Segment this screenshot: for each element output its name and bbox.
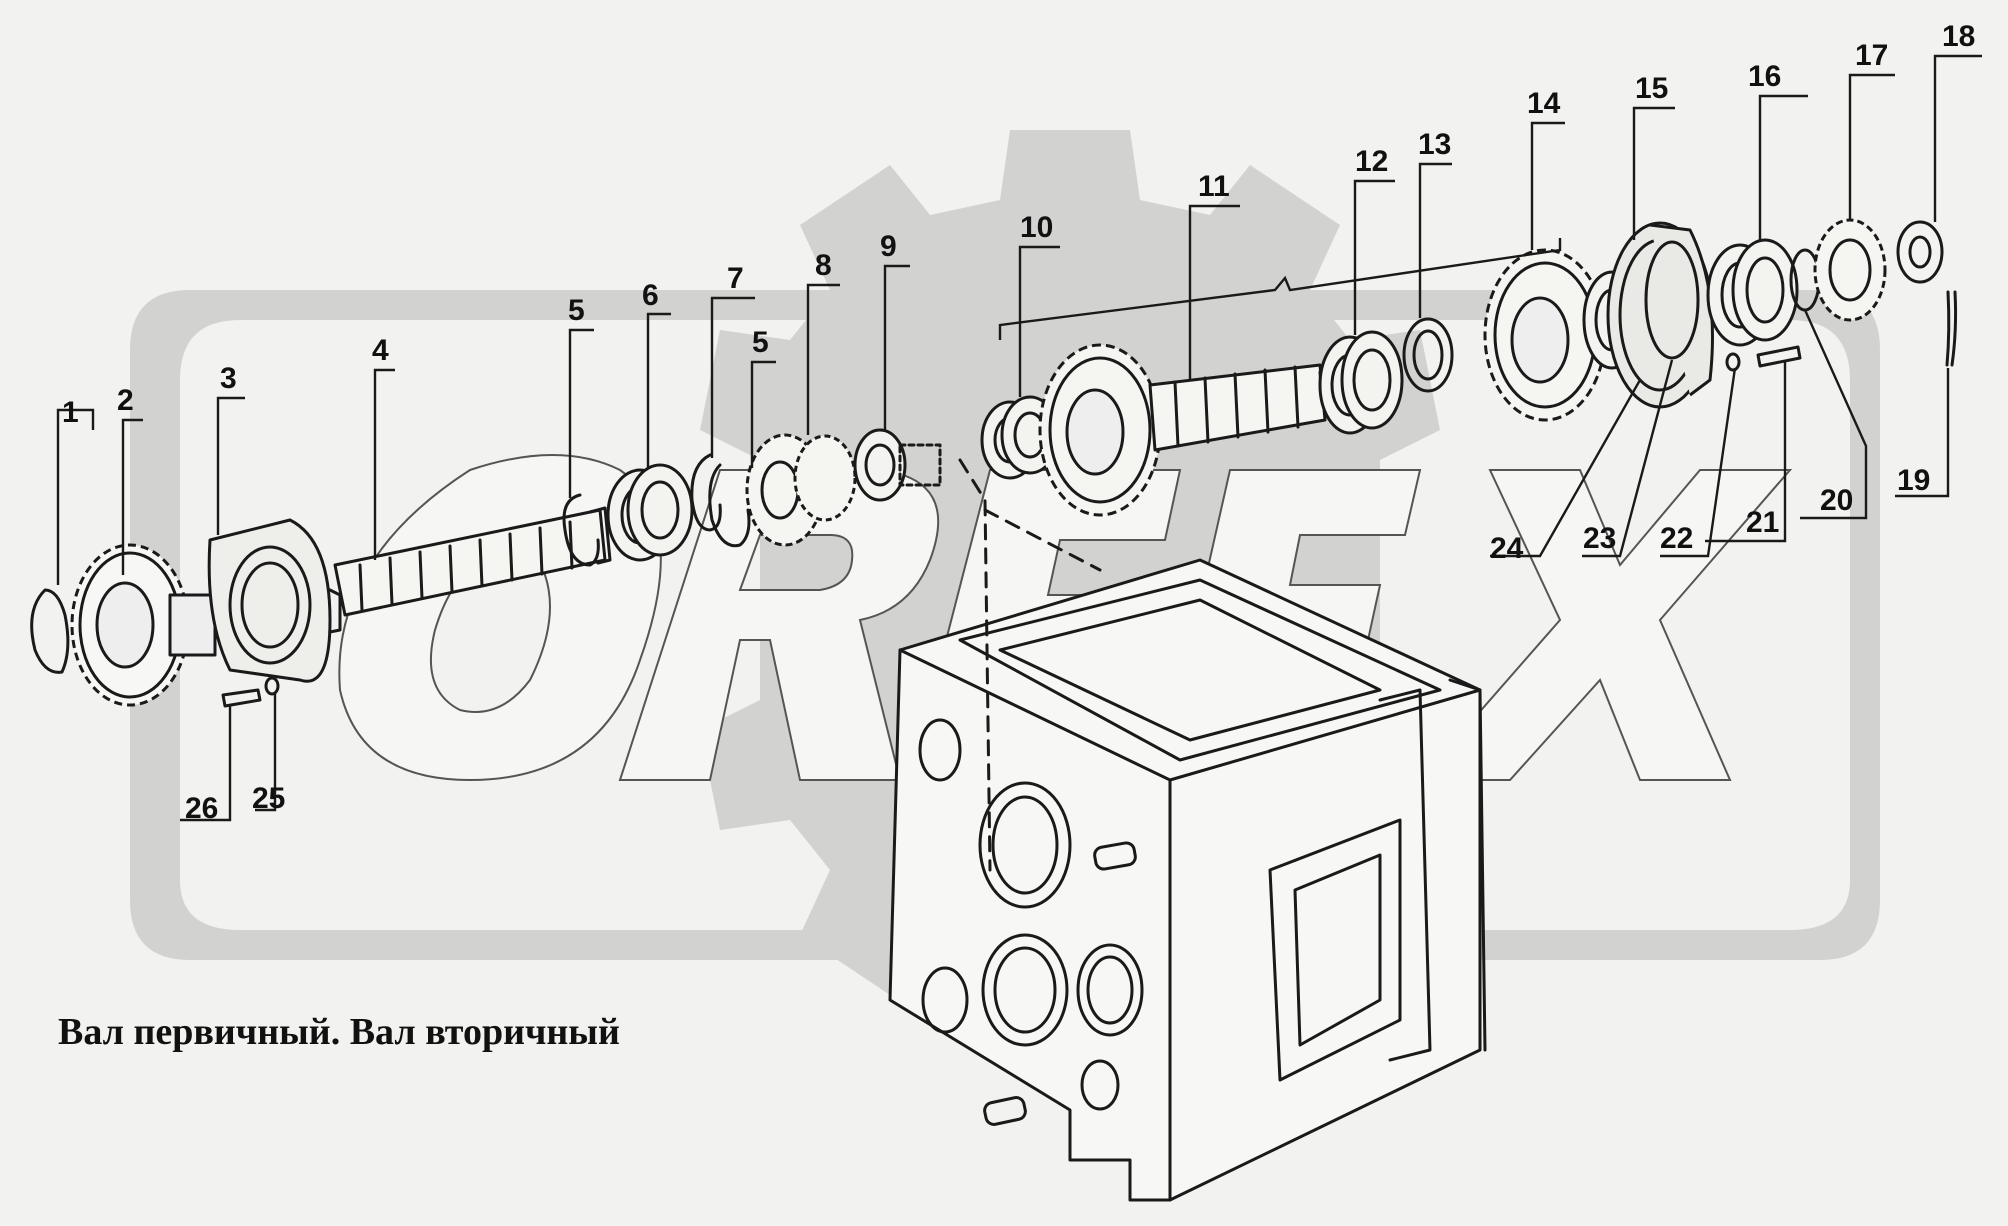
callout-18: 18 [1942, 20, 1975, 53]
part-secondary-shaft-11 [1038, 343, 1344, 517]
callout-1: 1 [62, 396, 79, 429]
part-bearing-12 [1318, 330, 1404, 435]
callout-15: 15 [1635, 72, 1668, 105]
part-snap-ring-7 [690, 453, 722, 532]
callout-26: 26 [185, 792, 218, 825]
callout-5a: 5 [568, 294, 585, 327]
gearbox-housing [888, 458, 1487, 1202]
part-nut-18 [1896, 220, 1944, 284]
callout-5b: 5 [752, 326, 769, 359]
part-primary-shaft-4 [333, 506, 612, 617]
part-washer-25 [264, 676, 280, 696]
callout-2: 2 [117, 384, 134, 417]
callout-13: 13 [1418, 128, 1451, 161]
callout-25: 25 [252, 782, 285, 815]
part-bearing-cover-3 [207, 518, 342, 683]
part-gear-17 [1813, 218, 1887, 322]
part-ring-23 [1644, 240, 1700, 360]
part-bearing-9 [853, 428, 942, 502]
callout-20: 20 [1820, 484, 1853, 517]
part-snap-ring-5b [708, 463, 751, 548]
part-ring-13 [1402, 317, 1454, 393]
watermark-letter-r [618, 469, 940, 781]
part-snap-ring-5a [562, 493, 600, 567]
part-cotter-pin-19 [1945, 290, 1958, 367]
diagram-caption: Вал первичный. Вал вторичный [58, 1011, 620, 1053]
part-bearing-6 [606, 463, 694, 562]
callout-14: 14 [1527, 87, 1561, 120]
callout-6: 6 [642, 279, 659, 312]
part-bearing-16 [1706, 238, 1799, 347]
callout-22: 22 [1660, 522, 1693, 555]
leader-lines [56, 54, 1982, 822]
part-gear-8 [745, 433, 857, 547]
part-washer-22 [1725, 352, 1741, 372]
callout-17: 17 [1855, 39, 1888, 72]
callout-10: 10 [1020, 211, 1053, 244]
callout-12: 12 [1355, 145, 1388, 178]
callout-4: 4 [372, 334, 389, 367]
callout-11: 11 [1198, 170, 1230, 203]
part-bolt-21 [1756, 345, 1802, 368]
callout-21: 21 [1746, 506, 1779, 539]
part-bolt-26 [221, 688, 262, 708]
callout-23: 23 [1583, 522, 1616, 555]
shaft-bracket [998, 238, 1562, 340]
callout-24: 24 [1490, 532, 1524, 565]
callout-19: 19 [1897, 464, 1930, 497]
callout-3: 3 [220, 362, 237, 395]
callout-9: 9 [880, 230, 897, 263]
callout-labels: 1 2 3 4 5 6 7 5 8 9 10 11 12 13 14 15 16… [62, 20, 1975, 825]
part-ring-1 [30, 588, 70, 674]
callout-16: 16 [1748, 60, 1781, 93]
part-gear-2 [70, 543, 217, 707]
callout-8: 8 [815, 249, 832, 282]
callout-7: 7 [727, 262, 744, 295]
